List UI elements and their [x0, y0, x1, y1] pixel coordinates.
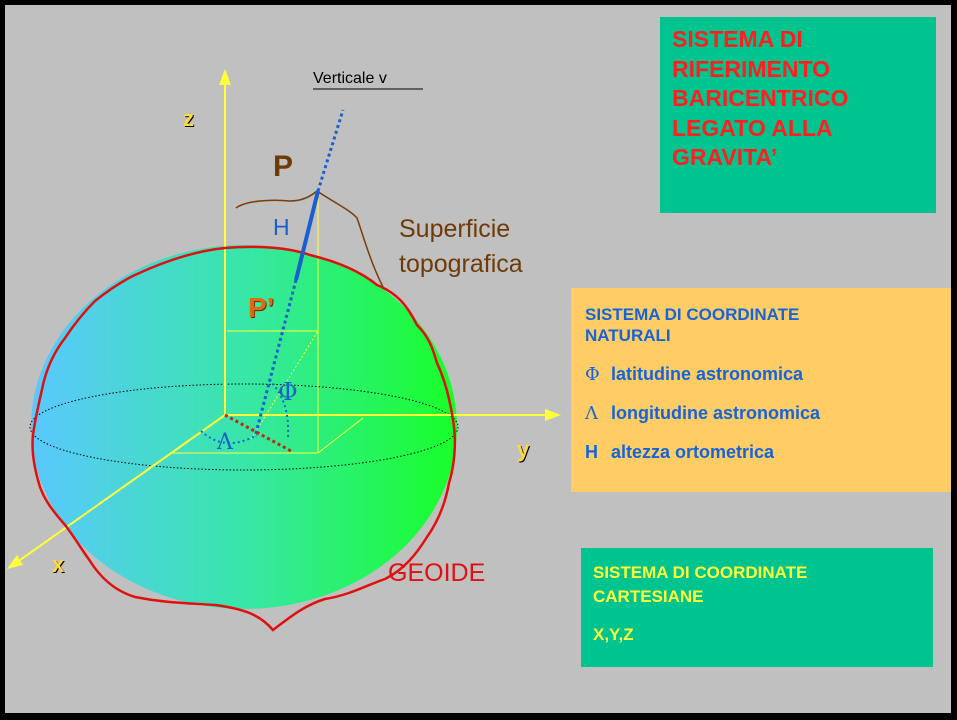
geoid-label: GEOIDE — [388, 559, 486, 587]
point-p-label: P — [273, 150, 294, 183]
surface-label-line2: topografica — [399, 250, 523, 278]
vertical-v-dotted — [316, 109, 345, 192]
phi-arc — [268, 379, 290, 438]
cartesian-heading-line1: SISTEMA DI COORDINATE — [593, 563, 808, 582]
point-p-prime-label: P’ — [248, 292, 275, 323]
title-line: GRAVITA’ — [672, 144, 778, 170]
natural-heading-line1: SISTEMA DI COORDINATE — [585, 305, 800, 324]
ellipsoid — [31, 245, 457, 609]
natural-item-text: longitudine astronomica — [611, 403, 821, 423]
y-axis-label: y — [517, 437, 530, 462]
surface-label-line1: Superficie — [399, 215, 511, 243]
geoid-outline — [31, 245, 457, 632]
natural-heading-line2: NATURALI — [585, 326, 671, 345]
meridian-projection — [224, 413, 292, 453]
title-line: LEGATO ALLA — [672, 114, 833, 141]
z-axis-label: z — [183, 106, 194, 131]
phi-item-symbol: Φ — [585, 364, 600, 385]
lambda-symbol: Λ — [217, 430, 233, 455]
construction-lines — [171, 191, 364, 454]
cartesian-heading-line2: CARTESIANE — [593, 587, 704, 606]
cartesian-value: X,Y,Z — [593, 625, 634, 644]
height-h-label: H — [273, 214, 290, 240]
cartesian-coordinates-box: SISTEMA DI COORDINATE CARTESIANE X,Y,Z — [581, 548, 933, 667]
title-box: SISTEMA DI RIFERIMENTO BARICENTRICO LEGA… — [660, 17, 936, 213]
natural-item-text: altezza ortometrica — [611, 442, 775, 462]
height-h-segment — [294, 190, 320, 281]
geoid-diagram — [7, 69, 561, 632]
axis-arrowheads — [7, 69, 561, 569]
lambda-item-symbol: Λ — [585, 403, 598, 424]
x-axis-label: x — [52, 552, 65, 577]
axes — [12, 77, 553, 566]
vertical-label: Verticale v — [313, 70, 387, 87]
title-line: RIFERIMENTO — [672, 55, 831, 82]
x-axis — [12, 414, 226, 566]
z-arrowhead — [219, 69, 231, 85]
h-item-symbol: H — [585, 442, 598, 462]
equator-line — [29, 383, 459, 471]
slide: Verticale v z y x P H P’ Superficie topo… — [5, 5, 951, 713]
title-line: BARICENTRICO — [672, 85, 849, 111]
phi-symbol: Φ — [278, 378, 298, 406]
lambda-arc — [200, 430, 258, 445]
x-arrowhead — [7, 555, 23, 569]
y-arrowhead — [545, 409, 561, 421]
title-line: SISTEMA DI — [672, 26, 803, 52]
natural-item-text: latitudine astronomica — [611, 364, 804, 384]
